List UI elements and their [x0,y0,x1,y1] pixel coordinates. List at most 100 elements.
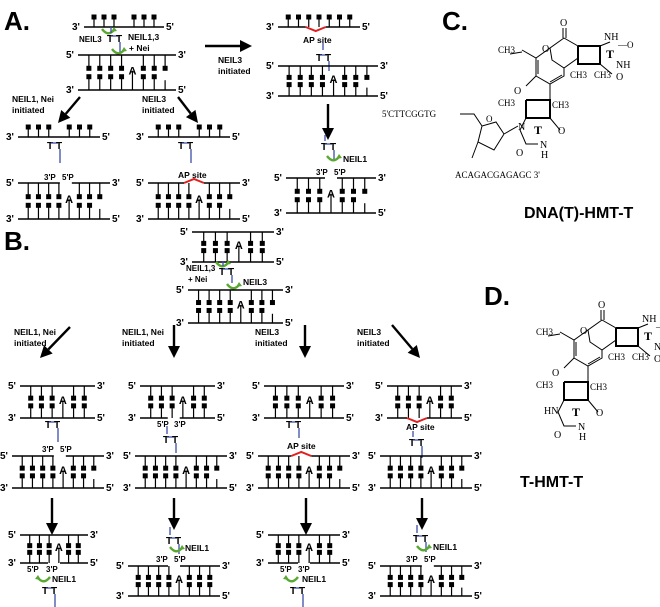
b3-fragment-duplex: A [272,386,336,418]
pathway-label-line: initiated [218,66,251,76]
base-block [317,197,323,203]
base-block [81,473,87,479]
base-block [217,300,223,306]
base-block [35,194,41,200]
base-block [259,248,265,254]
base-block [319,82,325,88]
base-block [142,473,148,479]
atom-h: H [541,150,548,161]
base-block [204,473,210,479]
enzyme-arrow-icon [35,575,51,583]
atom-o: —O [617,40,634,50]
b2-product: A [135,566,213,596]
base-block [248,248,254,254]
top-strand: 5'3' [8,381,105,392]
strand-end-label: 5' [116,561,124,572]
base-block [353,82,359,88]
phosphate-5p: 5'P [60,445,72,454]
chem-bond [563,381,589,401]
enzyme-label-neil1: NEIL1 [343,154,367,164]
bottom-strand: 3'5' [368,591,482,602]
enzyme-arrow-icon [215,260,231,268]
base-block [145,582,151,588]
strand-end-label: 5' [229,483,237,494]
top-strand: 5'3' [368,451,482,462]
base-block [148,403,154,409]
arrow-head [416,518,428,530]
bottom-strand: 3'5' [6,214,120,225]
pathway-label-line: NEIL1, Nei [14,327,56,337]
strand-end-label: 3' [252,413,260,424]
bottom-strand: 3'5' [116,591,230,602]
base-block [351,188,356,194]
pathway-label-line: initiated [122,338,155,348]
enzyme-arrowhead [225,260,231,265]
base-block [50,473,56,479]
base-block [186,194,192,200]
base-block [296,543,302,549]
thymine-2: T [330,142,336,153]
base-block [25,202,31,208]
strand-end-label: 5' [464,413,472,424]
base-block [286,549,292,555]
pathway-label-line: initiated [357,338,390,348]
base-block [135,582,141,588]
thymine-2: T [175,536,181,547]
thymine-2: T [299,586,305,597]
phosphate-3p: 3'P [42,445,54,454]
base-block [49,403,55,409]
strand-end-label: 5' [276,257,284,268]
thymine-1: T [413,534,419,545]
base-block [197,574,203,580]
thymine-label: T [534,123,542,137]
thymine-1: T [219,267,225,278]
base-block [40,473,46,479]
chem-bond [599,41,611,47]
base-block [151,74,157,80]
base-block [28,403,34,409]
base-block [87,194,93,200]
strand-end-label: 3' [97,381,105,392]
atom-n: N [578,422,585,433]
phosphate-5p: 5'P [424,555,436,564]
bottom-strand: 3'5' [368,483,482,494]
thymine-label: T [572,405,580,419]
arrow-head [168,518,180,530]
thymine-1: T [42,586,48,597]
strand-end-label: 3' [128,413,136,424]
strand-end-label: 5' [346,413,354,424]
atom-o: O [516,148,523,159]
base-block [169,395,175,401]
pathway-label-line: NEIL3 [142,94,166,104]
pathway-label-line: NEIL3 [218,55,242,65]
base-block [46,543,52,549]
base-block [207,124,212,130]
base-block [306,14,312,20]
base-block [294,197,300,203]
base-block [327,549,333,555]
panel-b-label: B. [4,226,30,256]
chem-bond [599,63,613,75]
base-block [207,574,213,580]
base-block [347,14,353,20]
strand-end-label: 3' [378,173,386,184]
b-arrow-4 [391,324,420,358]
phosphate-5p: 5'P [157,420,169,429]
base-block [438,582,444,588]
methyl-group: CH3 [536,327,554,337]
base-block [408,465,414,471]
strand-end-label: 3' [222,561,230,572]
chem-bond [549,117,561,131]
top-strand: 5'3' [128,381,225,392]
base-block [38,403,44,409]
atom-hn: HN [544,406,558,417]
base-block [316,543,322,549]
thymine-2: T [56,141,62,152]
base-block [71,395,77,401]
base-block [140,74,146,80]
